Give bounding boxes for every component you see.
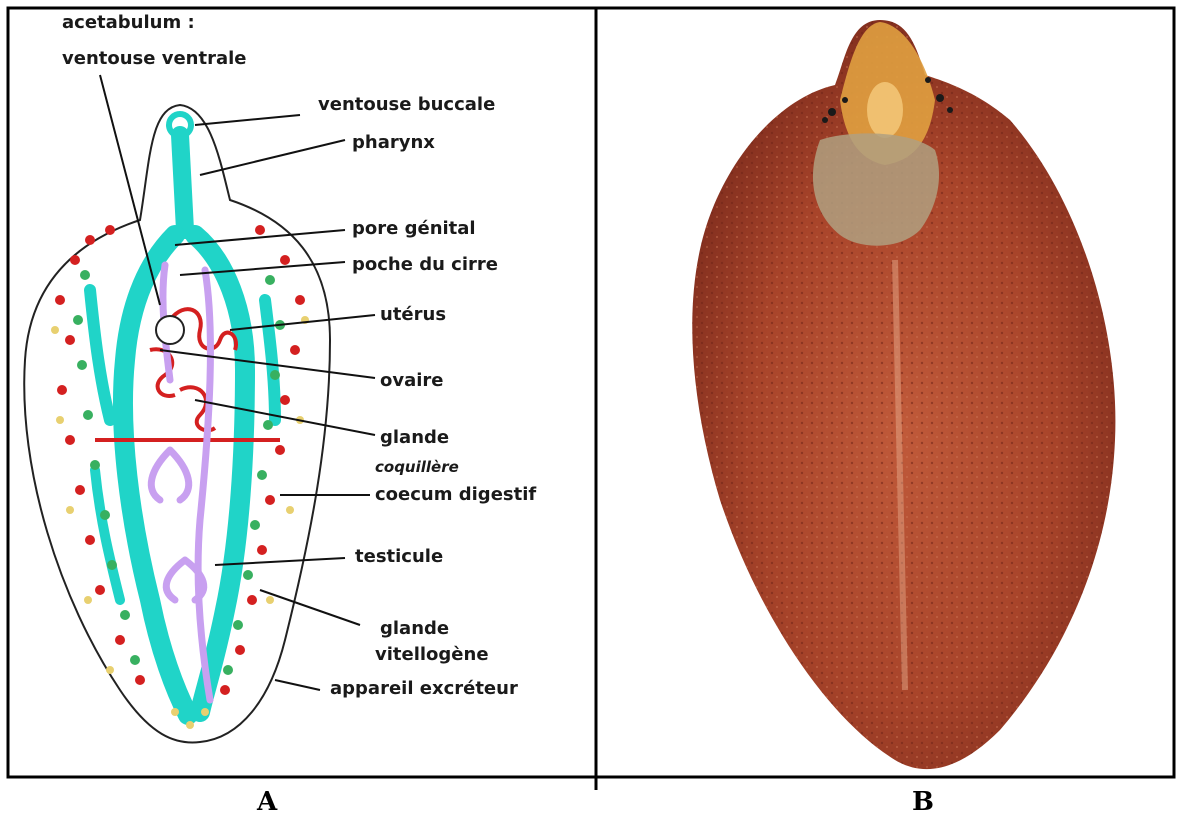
label-uterus: utérus bbox=[380, 304, 446, 325]
label-testicule: testicule bbox=[355, 546, 443, 567]
label-ovaire: ovaire bbox=[380, 370, 444, 391]
label-ventouse-buccale: ventouse buccale bbox=[318, 94, 495, 115]
label-coquillere: coquillère bbox=[375, 458, 459, 476]
acetabulum bbox=[156, 316, 184, 344]
label-pore-genital: pore génital bbox=[352, 218, 476, 239]
panel-a-diagram: acetabulum : ventouse ventrale ventouse … bbox=[24, 12, 536, 742]
label-pharynx: pharynx bbox=[352, 132, 435, 153]
caption-b: B bbox=[912, 787, 934, 817]
label-appareil-excreteur: appareil excréteur bbox=[330, 678, 518, 699]
panel-b-specimen bbox=[692, 20, 1115, 769]
caption-a: A bbox=[257, 787, 277, 817]
label-ventouse-ventrale: ventouse ventrale bbox=[62, 48, 247, 69]
label-glande-vitellogene: glande bbox=[380, 618, 449, 639]
label-coecum-digestif: coecum digestif bbox=[375, 484, 536, 505]
label-acetabulum: acetabulum : bbox=[62, 12, 195, 33]
label-vitellogene: vitellogène bbox=[375, 644, 489, 665]
label-glande-coquillere: glande bbox=[380, 427, 449, 448]
fluke-oral-region bbox=[867, 82, 903, 138]
label-poche-du-cirre: poche du cirre bbox=[352, 254, 498, 275]
